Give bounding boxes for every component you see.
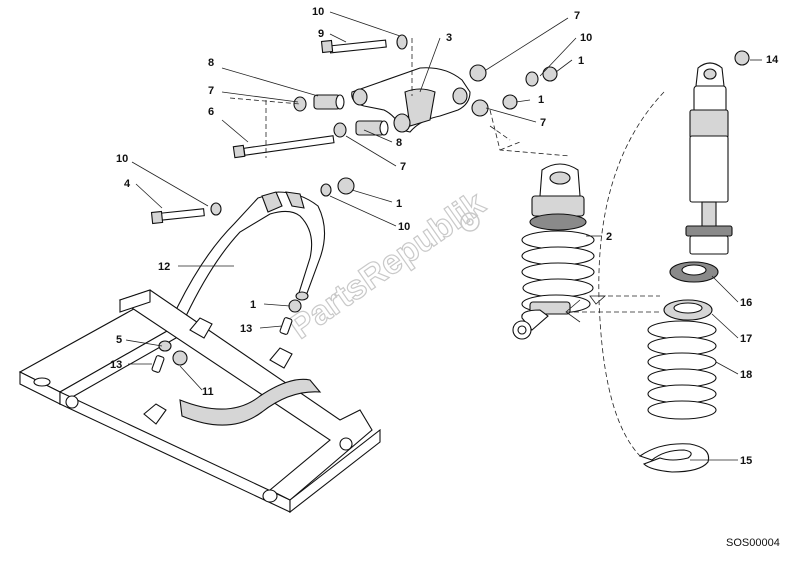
callout-labels: 10 9 3 7 10 1 8 7 1 7 6 8 7 10 4 1 10 12… [110,6,779,467]
callout-1-link: 1 [396,198,402,210]
callout-12: 12 [158,261,170,273]
rocker-arm [351,67,471,133]
callout-10-right: 10 [580,32,592,44]
callout-1-bottom: 1 [250,299,256,311]
callout-13-b: 13 [110,359,122,371]
ring-nut-16 [669,261,719,283]
swingarm-hardware [151,299,302,373]
callout-15: 15 [740,455,752,467]
callout-5: 5 [116,334,122,346]
bolt-9 [320,39,387,54]
callout-2: 2 [606,231,612,243]
bolt-4 [150,202,222,225]
callout-4: 4 [124,178,131,190]
swingarm [18,289,381,514]
callout-1-right: 1 [578,55,584,67]
spring-collar-17 [663,299,713,321]
washer-10-top [396,34,408,50]
callout-10-top: 10 [312,6,324,18]
diagram-code: SOS00004 [726,537,780,549]
callout-7-lower: 7 [400,161,406,173]
leader-lines [125,11,762,461]
callout-1-mid: 1 [538,94,544,106]
callout-17: 17 [740,333,752,345]
callout-10-link: 10 [398,221,410,233]
callout-8-left: 8 [208,57,214,69]
callout-8-lower: 8 [396,137,402,149]
link-hardware [320,177,355,197]
callout-10-left: 10 [116,153,128,165]
callout-7-top: 7 [574,10,580,22]
callout-7-mid: 7 [540,117,546,129]
callout-14: 14 [766,54,779,66]
callout-11: 11 [202,386,214,398]
watermark-gear-icon [460,212,480,232]
spring-18 [647,320,717,420]
bushing-14 [734,50,750,66]
shock-absorber-2 [512,163,595,340]
spring-seat-15 [638,443,710,473]
callout-18: 18 [740,369,752,381]
bushings-lower-left [333,120,389,138]
shock-body-exploded [685,62,733,255]
callout-13-a: 13 [240,323,252,335]
bolt-6 [232,135,335,159]
callout-6: 6 [208,106,214,118]
callout-7-left: 7 [208,85,214,97]
bushings-upper-left [293,94,345,112]
dashed-guides [229,38,665,457]
callout-9: 9 [318,28,324,40]
callout-16: 16 [740,297,752,309]
right-hardware [469,64,558,117]
callout-3: 3 [446,32,452,44]
